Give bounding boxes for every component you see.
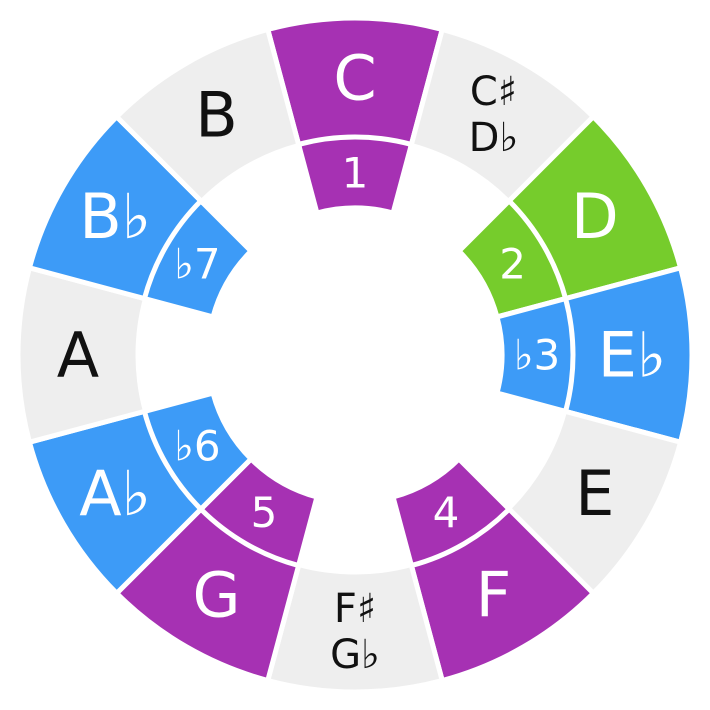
note-label: C — [333, 42, 376, 115]
note-label: B — [195, 79, 238, 152]
note-label: G — [192, 558, 240, 631]
note-label: D — [571, 180, 619, 253]
note-segment-bb[interactable]: B♭ ♭7 — [26, 113, 255, 321]
note-segment-b[interactable]: B — [113, 26, 302, 206]
note-label-enharmonic: D♭ — [469, 115, 519, 161]
note-segment-f[interactable]: F4 — [389, 455, 597, 684]
degree-label: ♭6 — [174, 422, 221, 471]
note-label: B♭ — [79, 180, 151, 253]
degree-label: 2 — [499, 240, 526, 289]
note-label: A♭ — [79, 457, 151, 530]
note-segment-c[interactable]: C1 — [264, 15, 446, 217]
note-segment-gb[interactable]: F♯G♭ — [264, 561, 446, 695]
note-label: E♭ — [598, 319, 666, 392]
note-label: E — [575, 457, 614, 530]
note-segment-db[interactable]: C♯D♭ — [408, 26, 597, 206]
note-slice-b[interactable] — [113, 26, 302, 206]
note-segment-a[interactable]: A — [15, 264, 149, 446]
degree-label: 5 — [251, 488, 278, 537]
note-label-enharmonic: G♭ — [330, 632, 380, 678]
note-label: F — [476, 558, 512, 631]
degree-label: ♭3 — [514, 331, 561, 380]
degree-label: 4 — [433, 488, 460, 537]
degree-label: ♭7 — [174, 240, 221, 289]
note-label: A — [57, 319, 99, 392]
note-segment-ab[interactable]: A♭ ♭6 — [26, 389, 255, 597]
note-label-enharmonic: C♯ — [470, 69, 517, 115]
degree-label: 1 — [342, 149, 369, 198]
note-segment-g[interactable]: G5 — [113, 455, 321, 684]
note-label-enharmonic: F♯ — [334, 586, 376, 632]
